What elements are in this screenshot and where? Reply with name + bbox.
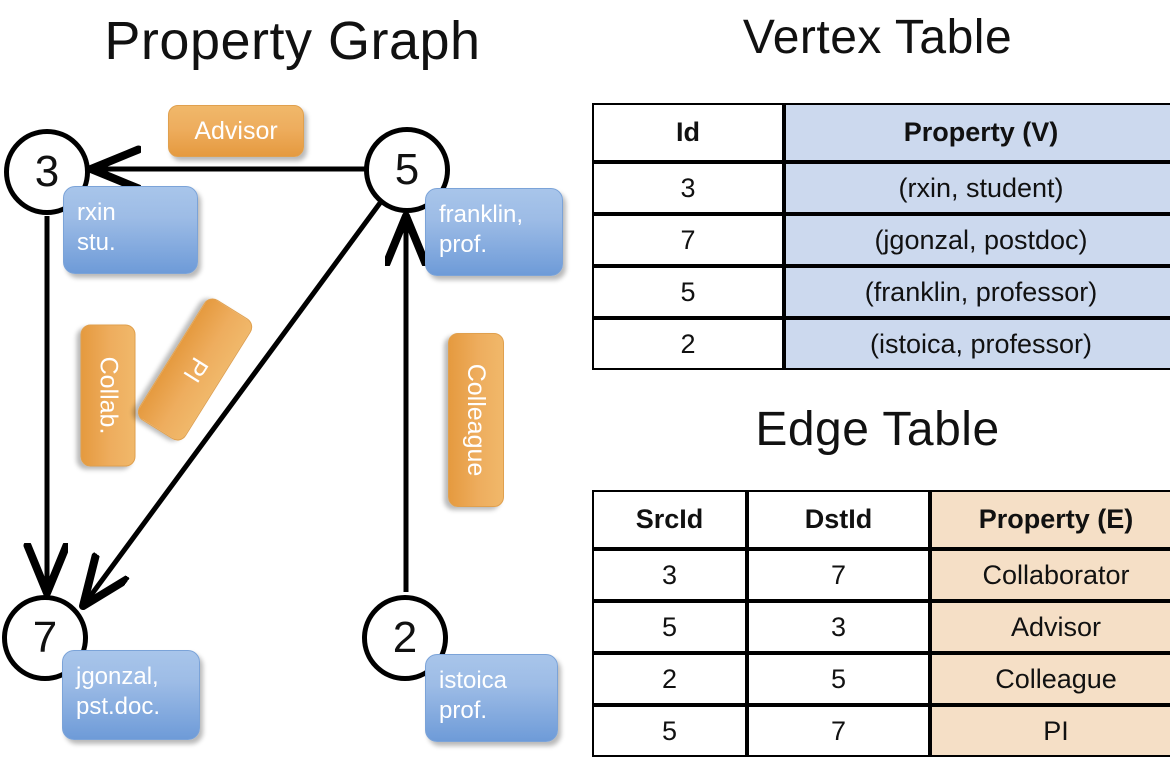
page-title-edge-table: Edge Table: [755, 403, 1000, 456]
edge-label-collab: Collab.: [80, 324, 136, 467]
cell-id: 3: [592, 162, 784, 214]
table-row: 5 (franklin, professor): [592, 266, 1170, 318]
table-row: 5 3 Advisor: [592, 601, 1170, 653]
cell-property: (istoica, professor): [784, 318, 1170, 370]
cell-dstid: 7: [747, 549, 930, 601]
column-header-property: Property (V): [784, 103, 1170, 162]
vertex-id-label: 2: [392, 613, 418, 662]
edge-label-advisor: Advisor: [168, 105, 304, 157]
edge-table: SrcId DstId Property (E) 3 7 Collaborato…: [592, 490, 1170, 757]
edge-label-text: Colleague: [462, 363, 491, 477]
vertex-table: Id Property (V) 3 (rxin, student) 7 (jgo…: [592, 103, 1170, 370]
vertex-property-line-1: jgonzal,: [76, 663, 159, 690]
column-header-dstid: DstId: [747, 490, 930, 549]
edge-label-colleague: Colleague: [448, 333, 504, 507]
vertex-property-line-2: prof.: [439, 697, 488, 724]
cell-dstid: 7: [747, 705, 930, 757]
column-header-srcid: SrcId: [592, 490, 747, 549]
cell-srcid: 5: [592, 601, 747, 653]
vertex-node-2[interactable]: 2: [362, 595, 448, 681]
graph-edge-lines: [0, 0, 585, 760]
cell-id: 2: [592, 318, 784, 370]
cell-id: 7: [592, 214, 784, 266]
cell-property: Collaborator: [930, 549, 1170, 601]
cell-srcid: 5: [592, 705, 747, 757]
cell-dstid: 5: [747, 653, 930, 705]
edge-line-pi: [86, 201, 383, 602]
cell-property: (rxin, student): [784, 162, 1170, 214]
table-header-row: Id Property (V): [592, 103, 1170, 162]
cell-id: 5: [592, 266, 784, 318]
cell-srcid: 3: [592, 549, 747, 601]
vertex-property-callout-3: rxin stu.: [63, 186, 198, 274]
cell-property: Advisor: [930, 601, 1170, 653]
edge-label-text: PI: [177, 352, 214, 388]
cell-srcid: 2: [592, 653, 747, 705]
table-row: 2 (istoica, professor): [592, 318, 1170, 370]
cell-property: PI: [930, 705, 1170, 757]
column-header-id: Id: [592, 103, 784, 162]
edge-label-text: Collab.: [94, 356, 123, 435]
vertex-property-line-2: stu.: [77, 229, 116, 256]
table-header-row: SrcId DstId Property (E): [592, 490, 1170, 549]
table-row: 7 (jgonzal, postdoc): [592, 214, 1170, 266]
page-title-vertex-table: Vertex Table: [742, 11, 1013, 64]
table-row: 3 7 Collaborator: [592, 549, 1170, 601]
vertex-id-label: 7: [32, 613, 58, 662]
vertex-id-label: 3: [34, 147, 60, 196]
table-row: 5 7 PI: [592, 705, 1170, 757]
vertex-property-callout-2: istoica prof.: [425, 654, 558, 742]
table-row: 2 5 Colleague: [592, 653, 1170, 705]
page-title-property-graph: Property Graph: [104, 11, 481, 71]
column-header-property: Property (E): [930, 490, 1170, 549]
vertex-node-5[interactable]: 5: [364, 127, 450, 213]
cell-property: Colleague: [930, 653, 1170, 705]
cell-dstid: 3: [747, 601, 930, 653]
property-graph-canvas: 3 5 7 2 rxin stu. franklin, prof. jgonza…: [0, 0, 585, 760]
table-row: 3 (rxin, student): [592, 162, 1170, 214]
edge-label-text: Advisor: [194, 116, 278, 145]
vertex-property-callout-7: jgonzal, pst.doc.: [62, 650, 200, 740]
vertex-property-line-1: istoica: [439, 667, 508, 694]
vertex-id-label: 5: [394, 145, 420, 194]
cell-property: (jgonzal, postdoc): [784, 214, 1170, 266]
vertex-property-line-1: franklin,: [439, 201, 524, 228]
vertex-property-line-2: pst.doc.: [76, 693, 161, 720]
vertex-property-line-2: prof.: [439, 231, 488, 258]
vertex-property-line-1: rxin: [77, 199, 116, 226]
cell-property: (franklin, professor): [784, 266, 1170, 318]
vertex-property-callout-5: franklin, prof.: [425, 188, 563, 276]
